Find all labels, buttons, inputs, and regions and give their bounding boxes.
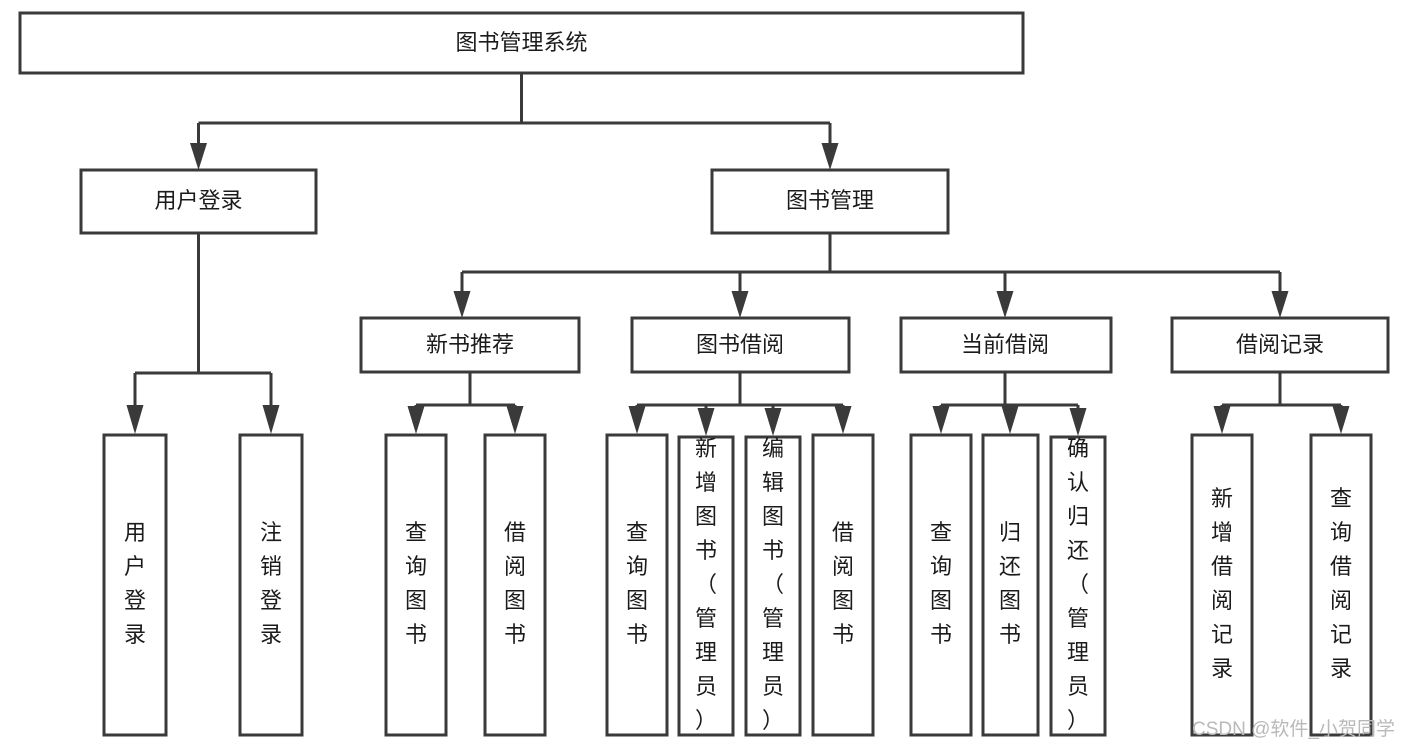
node-leaf-query-borrow-record[interactable]: 查询借阅记录	[1309, 433, 1373, 737]
arrow-head-leaf-add-book-admin	[697, 408, 715, 436]
arrow-head-leaf-query-book-current	[932, 406, 950, 434]
node-leaf-add-borrow-record[interactable]: 新增借阅记录	[1190, 433, 1254, 737]
node-leaf-user-login-box[interactable]	[102, 433, 168, 737]
node-book-management-label: 图书管理	[786, 188, 874, 213]
node-current-borrow[interactable]: 当前借阅	[899, 316, 1113, 374]
arrow-head-leaf-query-borrow-record	[1332, 406, 1350, 434]
node-book-borrow[interactable]: 图书借阅	[630, 316, 851, 374]
node-borrow-record-box[interactable]	[1170, 316, 1390, 374]
node-borrow-record-label: 借阅记录	[1236, 332, 1324, 357]
node-leaf-borrow-book-box[interactable]	[811, 433, 875, 737]
node-new-book-recommend-box[interactable]	[359, 316, 581, 374]
leaf-nodes-layer: 用户登录 注销登录 查询图书 借阅图书 查询图书 新增图书（管理员）	[102, 433, 1373, 737]
node-root-label: 图书管理系统	[455, 30, 587, 55]
node-leaf-user-login-label: 用户登录	[124, 520, 146, 647]
node-leaf-borrow-book-label: 借阅图书	[832, 520, 854, 647]
arrow-head-leaf-borrow-book-recommend	[506, 406, 524, 434]
arrow-head-leaf-edit-book-admin	[764, 408, 782, 436]
arrow-head-leaf-borrow-book	[834, 406, 852, 434]
node-book-management-box[interactable]	[710, 168, 950, 235]
node-leaf-user-logout[interactable]: 注销登录	[238, 433, 304, 737]
node-current-borrow-box[interactable]	[899, 316, 1113, 374]
node-leaf-return-book[interactable]: 归还图书	[981, 433, 1040, 737]
node-leaf-borrow-book-recommend-box[interactable]	[483, 433, 547, 737]
arrow-head-leaf-return-book	[1001, 406, 1019, 434]
connector-layer	[126, 73, 1350, 436]
node-leaf-edit-book-admin-label: 编辑图书（管理员）	[762, 436, 784, 733]
arrow-head-book-management	[821, 143, 839, 170]
node-current-borrow-label: 当前借阅	[961, 332, 1049, 357]
node-leaf-borrow-book-recommend[interactable]: 借阅图书	[483, 433, 547, 737]
node-user-login-box[interactable]	[79, 168, 318, 235]
node-leaf-query-borrow-record-label: 查询借阅记录	[1330, 486, 1352, 681]
node-leaf-confirm-return-admin[interactable]: 确认归还（管理员）	[1049, 435, 1107, 737]
node-leaf-query-book-borrow-label: 查询图书	[626, 520, 648, 647]
node-leaf-query-book-current-label: 查询图书	[930, 520, 952, 647]
node-root[interactable]: 图书管理系统	[18, 11, 1025, 75]
node-leaf-query-book-borrow-box[interactable]	[605, 433, 669, 737]
node-book-management[interactable]: 图书管理	[710, 168, 950, 235]
arrow-head-leaf-query-book-recommend	[407, 406, 425, 434]
node-leaf-user-login[interactable]: 用户登录	[102, 433, 168, 737]
node-leaf-query-book-recommend[interactable]: 查询图书	[384, 433, 448, 737]
node-root-box[interactable]	[18, 11, 1025, 75]
arrow-head-leaf-confirm-return-admin	[1069, 408, 1087, 436]
arrow-head-current-borrow	[996, 291, 1014, 318]
node-leaf-add-borrow-record-label: 新增借阅记录	[1211, 486, 1233, 681]
node-user-login-label: 用户登录	[154, 188, 242, 213]
node-leaf-borrow-book-recommend-label: 借阅图书	[504, 520, 526, 647]
node-user-login[interactable]: 用户登录	[79, 168, 318, 235]
node-leaf-confirm-return-admin-box[interactable]	[1049, 435, 1107, 737]
node-leaf-query-book-current-box[interactable]	[909, 433, 973, 737]
node-leaf-add-book-admin-label: 新增图书（管理员）	[695, 436, 717, 733]
node-new-book-recommend-label: 新书推荐	[426, 332, 514, 357]
node-leaf-edit-book-admin-box[interactable]	[744, 435, 802, 737]
node-book-borrow-box[interactable]	[630, 316, 851, 374]
arrow-head-leaf-query-book-borrow	[628, 406, 646, 434]
node-borrow-record[interactable]: 借阅记录	[1170, 316, 1390, 374]
node-leaf-query-book-current[interactable]: 查询图书	[909, 433, 973, 737]
node-leaf-user-logout-box[interactable]	[238, 433, 304, 737]
node-leaf-add-borrow-record-box[interactable]	[1190, 433, 1254, 737]
node-leaf-query-book-recommend-label: 查询图书	[405, 520, 427, 647]
node-leaf-query-book-borrow[interactable]: 查询图书	[605, 433, 669, 737]
csdn-watermark: CSDN @软件_小贺同学	[1192, 718, 1395, 740]
arrow-head-leaf-add-borrow-record	[1213, 406, 1231, 434]
node-leaf-add-book-admin[interactable]: 新增图书（管理员）	[677, 435, 735, 737]
node-leaf-confirm-return-admin-label: 确认归还（管理员）	[1067, 436, 1089, 733]
arrow-head-new-book-recommend	[453, 291, 471, 318]
arrow-head-user-login	[190, 143, 207, 170]
arrow-head-leaf-user-logout	[262, 405, 280, 434]
node-leaf-user-logout-label: 注销登录	[260, 520, 282, 647]
node-leaf-edit-book-admin[interactable]: 编辑图书（管理员）	[744, 435, 802, 737]
node-leaf-borrow-book[interactable]: 借阅图书	[811, 433, 875, 737]
arrow-head-leaf-user-login	[126, 405, 144, 434]
arrow-head-borrow-record	[1271, 291, 1289, 318]
node-leaf-return-book-label: 归还图书	[999, 520, 1021, 647]
node-leaf-query-book-recommend-box[interactable]	[384, 433, 448, 737]
node-leaf-query-borrow-record-box[interactable]	[1309, 433, 1373, 737]
arrow-head-book-borrow	[731, 291, 749, 318]
node-leaf-return-book-box[interactable]	[981, 433, 1040, 737]
node-new-book-recommend[interactable]: 新书推荐	[359, 316, 581, 374]
node-leaf-add-book-admin-box[interactable]	[677, 435, 735, 737]
node-book-borrow-label: 图书借阅	[696, 332, 784, 357]
